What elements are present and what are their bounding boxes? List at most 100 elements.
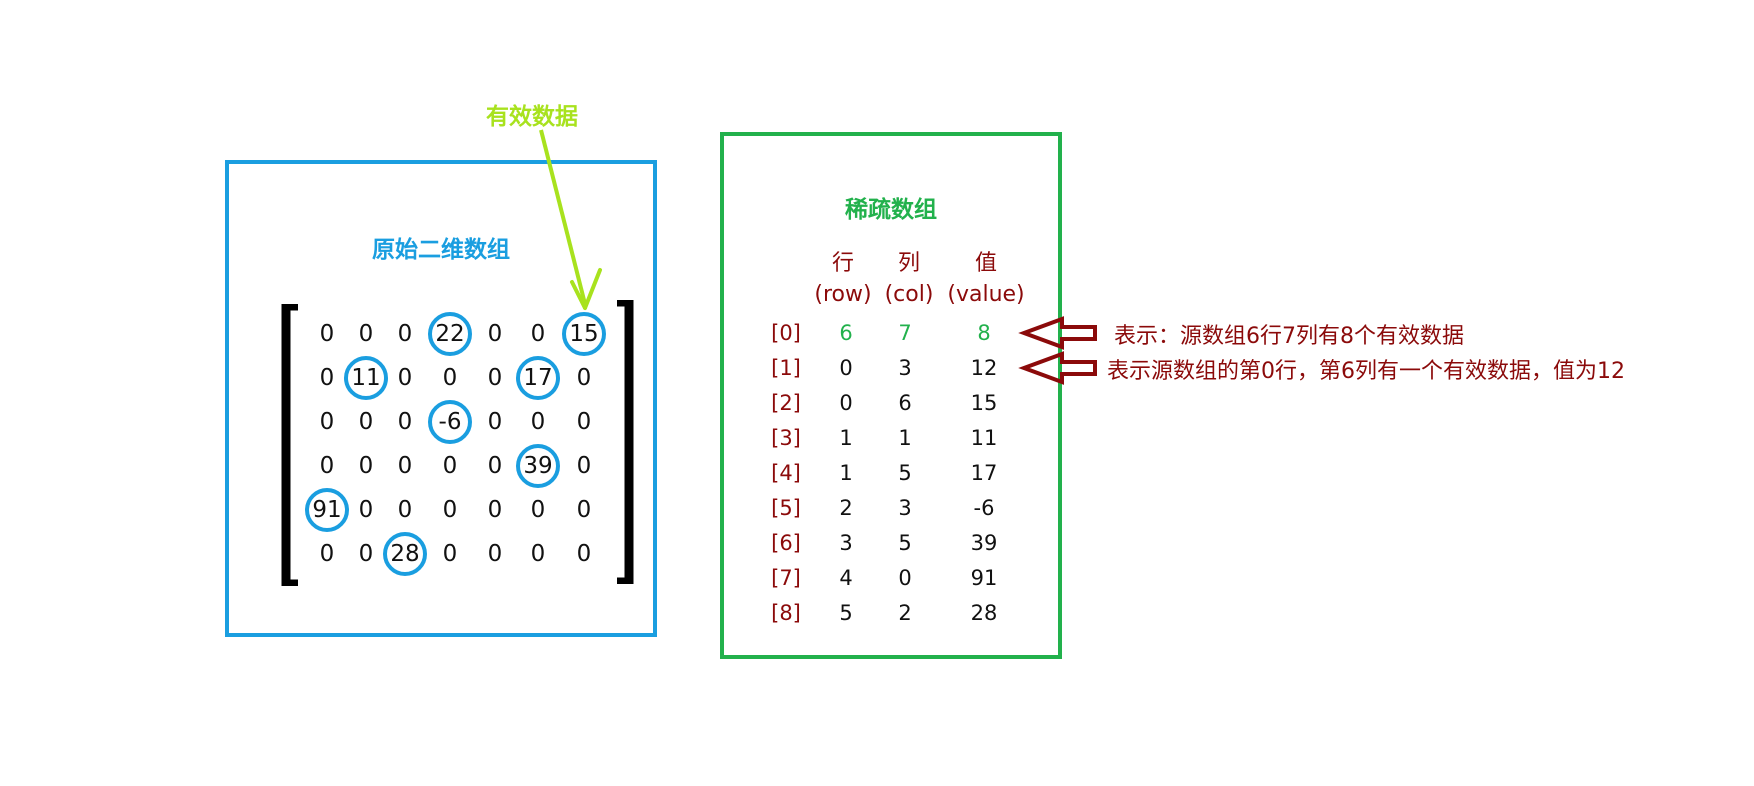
sparse-cell-row: 0 (839, 391, 853, 415)
matrix-cell: 0 (397, 497, 413, 523)
matrix-cell: 0 (319, 321, 335, 347)
sparse-cell-value: 17 (970, 461, 998, 485)
valid-value-circle (516, 356, 560, 400)
matrix-right-bracket (617, 300, 634, 584)
sparse-cell-col: 5 (898, 531, 912, 555)
note1-arrow (1018, 316, 1097, 350)
header-col: 列 (col) (885, 248, 934, 310)
sparse-cell-row: 1 (839, 461, 853, 485)
sparse-cell-row: 4 (839, 566, 853, 590)
valid-value-circle (516, 444, 560, 488)
matrix-cell: 15 (569, 321, 599, 347)
sparse-cell-index: [5] (771, 496, 801, 520)
sparse-cell-col: 0 (898, 566, 912, 590)
original-array-title: 原始二维数组 (372, 237, 510, 263)
sparse-cell-value: 12 (970, 356, 998, 380)
matrix-cell: 0 (487, 453, 503, 479)
sparse-cell-row: 3 (839, 531, 853, 555)
valid-value-circle (562, 312, 606, 356)
matrix-cell: 0 (319, 541, 335, 567)
matrix-cell: 0 (487, 321, 503, 347)
sparse-cell-value: 91 (970, 566, 998, 590)
matrix-cell: 0 (487, 541, 503, 567)
header-col-cn: 列 (897, 251, 920, 276)
valid-value-circle (428, 312, 472, 356)
valid-value-circle (305, 488, 349, 532)
note-first-row: 表示：源数组6行7列有8个有效数据 (1114, 324, 1464, 349)
matrix-cell: 0 (487, 365, 503, 391)
note2-arrow (1018, 351, 1097, 385)
header-col-en: (col) (884, 282, 934, 307)
sparse-cell-value: 11 (970, 426, 998, 450)
sparse-cell-row: 2 (839, 496, 853, 520)
sparse-cell-col: 1 (898, 426, 912, 450)
matrix-cell: 0 (530, 497, 546, 523)
sparse-cell-col: 7 (898, 321, 912, 345)
matrix-cell: 0 (530, 409, 546, 435)
matrix-cell: 0 (530, 541, 546, 567)
matrix-cell: 0 (487, 497, 503, 523)
sparse-array-panel (720, 132, 1062, 659)
matrix-cell: 0 (442, 453, 458, 479)
sparse-cell-value: 28 (970, 601, 998, 625)
matrix-cell: 0 (442, 541, 458, 567)
header-value: 值 (value) (947, 248, 1024, 310)
matrix-cell: 0 (319, 365, 335, 391)
header-row-en: (row) (814, 282, 872, 307)
sparse-cell-index: [2] (771, 391, 801, 415)
matrix-cell: 11 (351, 365, 381, 391)
matrix-cell: 0 (442, 497, 458, 523)
matrix-cell: 0 (397, 409, 413, 435)
matrix-cell: 0 (576, 497, 592, 523)
matrix-cell: 0 (358, 409, 374, 435)
header-value-en: (value) (947, 282, 1025, 307)
matrix-cell: 0 (397, 365, 413, 391)
matrix-cell: 0 (442, 365, 458, 391)
sparse-cell-index: [1] (771, 356, 801, 380)
sparse-cell-col: 6 (898, 391, 912, 415)
matrix-cell: 91 (312, 497, 342, 523)
header-row: 行 (row) (814, 248, 871, 310)
sparse-cell-col: 3 (898, 496, 912, 520)
valid-value-circle (383, 532, 427, 576)
sparse-cell-col: 2 (898, 601, 912, 625)
matrix-cell: 0 (397, 453, 413, 479)
matrix-cell: 0 (576, 365, 592, 391)
matrix-cell: -6 (438, 409, 462, 435)
sparse-cell-row: 5 (839, 601, 853, 625)
header-row-cn: 行 (831, 251, 854, 276)
matrix-cell: 28 (390, 541, 420, 567)
matrix-cell: 39 (523, 453, 553, 479)
sparse-cell-index: [3] (771, 426, 801, 450)
sparse-cell-index: [7] (771, 566, 801, 590)
sparse-array-title: 稀疏数组 (845, 197, 937, 223)
matrix-left-bracket (281, 304, 298, 586)
matrix-cell: 22 (435, 321, 465, 347)
original-array-panel (225, 160, 657, 637)
valid-value-circle (344, 356, 388, 400)
sparse-cell-value: -6 (973, 496, 995, 520)
sparse-cell-index: [6] (771, 531, 801, 555)
sparse-cell-col: 5 (898, 461, 912, 485)
matrix-cell: 0 (487, 409, 503, 435)
sparse-cell-row: 1 (839, 426, 853, 450)
sparse-cell-row: 0 (839, 356, 853, 380)
valid-data-label: 有效数据 (486, 104, 578, 130)
matrix-cell: 0 (576, 453, 592, 479)
matrix-cell: 0 (576, 541, 592, 567)
matrix-cell: 0 (530, 321, 546, 347)
note-second-row: 表示源数组的第0行，第6列有一个有效数据，值为12 (1107, 359, 1625, 384)
sparse-cell-value: 15 (970, 391, 998, 415)
matrix-cell: 0 (576, 409, 592, 435)
matrix-cell: 0 (358, 497, 374, 523)
matrix-cell: 0 (319, 409, 335, 435)
matrix-cell: 17 (523, 365, 553, 391)
matrix-cell: 0 (358, 453, 374, 479)
sparse-cell-index: [8] (771, 601, 801, 625)
sparse-cell-col: 3 (898, 356, 912, 380)
valid-data-arrow (539, 129, 602, 310)
matrix-cell: 0 (358, 541, 374, 567)
matrix-cell: 0 (358, 321, 374, 347)
sparse-cell-index: [0] (771, 321, 801, 345)
